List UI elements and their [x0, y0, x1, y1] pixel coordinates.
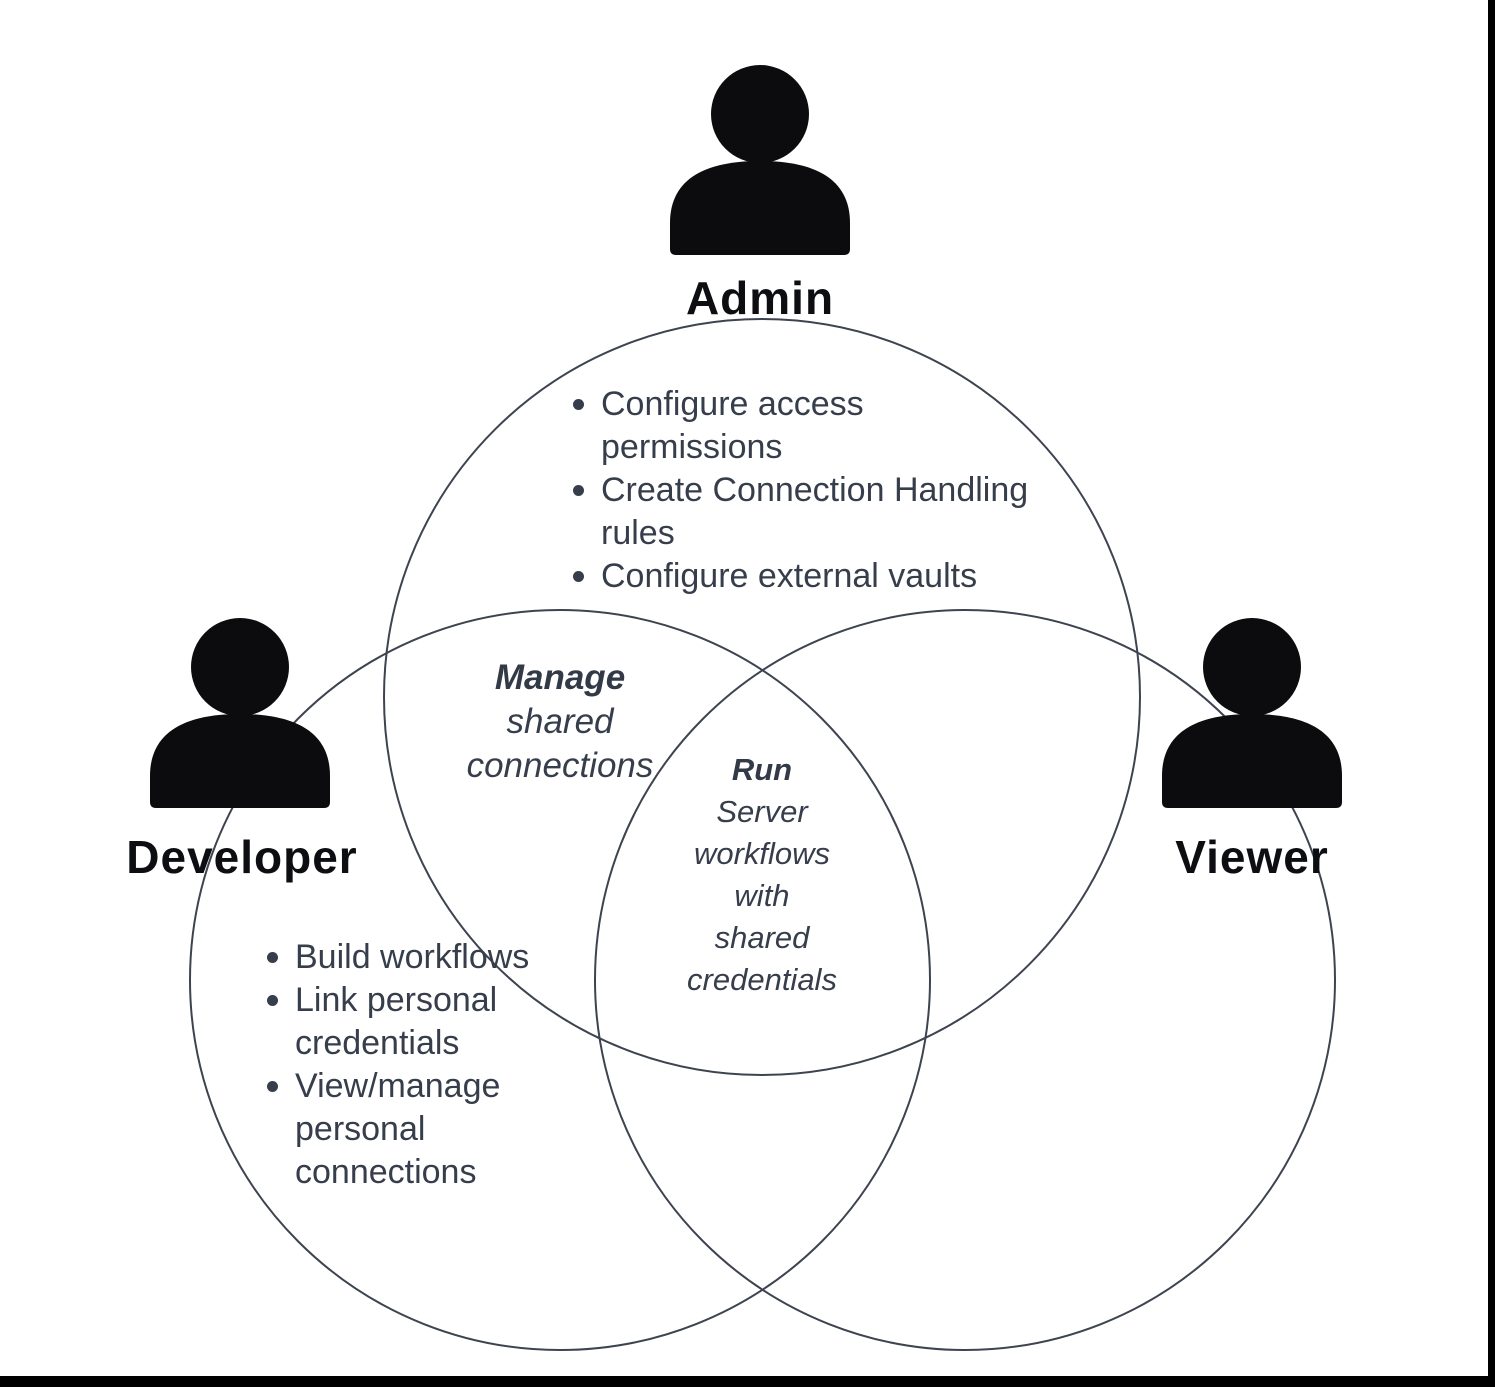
viewer-label: Viewer: [1175, 831, 1329, 883]
list-item: Configure external vaults: [569, 555, 1039, 598]
admin-capabilities-list: Configure access permissions Create Conn…: [569, 383, 1039, 598]
developer-person-icon: [150, 618, 330, 808]
frame-bottom-edge: [0, 1376, 1495, 1387]
overlap-verb: Manage: [494, 658, 626, 697]
overlap-line: shared: [506, 702, 614, 741]
overlap-verb: Run: [731, 752, 793, 787]
frame-right-edge: [1488, 0, 1495, 1387]
developer-label: Developer: [126, 831, 358, 883]
viewer-circle: [594, 609, 1336, 1351]
admin-label: Admin: [685, 272, 835, 324]
admin-person-icon: [670, 65, 850, 255]
overlap-line: credentials: [687, 962, 837, 997]
overlap-line: workflows: [693, 836, 831, 871]
list-item: Link personal credentials: [263, 979, 563, 1065]
overlap-line: Server: [716, 794, 808, 829]
list-item: Build workflows: [263, 936, 563, 979]
viewer-person-icon: [1162, 618, 1342, 808]
list-item: View/manage personal connections: [263, 1065, 563, 1194]
list-item: Create Connection Handling rules: [569, 469, 1039, 555]
developer-circle: [189, 609, 931, 1351]
list-item: Configure access permissions: [569, 383, 1039, 469]
overlap-line: connections: [466, 746, 654, 785]
developer-viewer-overlap-label: Run Server workflows with shared credent…: [612, 749, 912, 1001]
overlap-line: shared: [714, 920, 810, 955]
admin-circle: [383, 318, 1141, 1076]
developer-capabilities-list: Build workflows Link personal credential…: [263, 936, 563, 1194]
overlap-line: with: [734, 878, 790, 913]
admin-developer-overlap-label: Manage shared connections: [395, 656, 725, 788]
